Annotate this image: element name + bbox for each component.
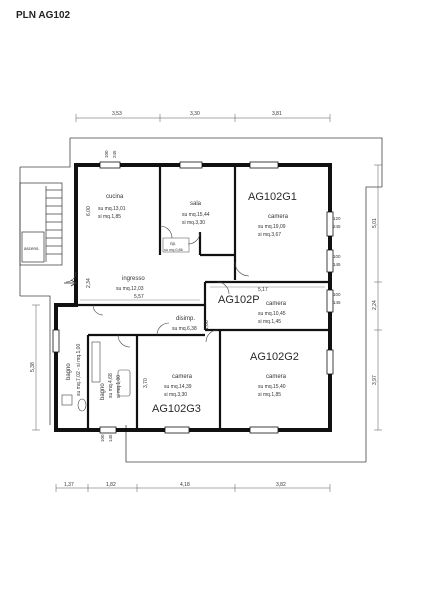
- room-su: su mq.14,39: [164, 384, 192, 390]
- unit-label-g2: AG102G2: [250, 351, 299, 363]
- dim-inner-h2: 5,17: [258, 287, 268, 293]
- unit-label-g3: AG102G3: [152, 403, 201, 415]
- opening-right2-b: 145: [333, 262, 341, 267]
- dim-bottom-1: 1,37: [64, 482, 74, 488]
- dim-bottom-3: 4,18: [180, 482, 190, 488]
- room-name: rip.: [170, 241, 176, 246]
- room-su: su mq.0,86: [164, 248, 183, 252]
- opening-right2-a: 100: [333, 254, 341, 259]
- dim-right-2: 2,24: [372, 300, 378, 310]
- room-ingresso: ingresso su mq.12,03: [116, 276, 145, 292]
- unit-label-g1: AG102G1: [248, 191, 297, 203]
- dim-left: 5,38: [30, 362, 36, 372]
- windows: [52, 161, 334, 434]
- entry-arrow: [64, 279, 77, 287]
- room-name: camera: [266, 301, 287, 307]
- room-bagno-2: bagno su mq.4,68 si mq.1,00: [100, 373, 122, 400]
- dim-inner-v3: 1,06: [204, 320, 210, 330]
- dim-right-3: 3,97: [372, 375, 378, 385]
- room-su: su mq.4,68: [108, 373, 114, 398]
- opening-right3-a: 100: [333, 292, 341, 297]
- room-name: bagno: [100, 383, 106, 400]
- room-su: su mq.19,09: [258, 224, 286, 230]
- doors: [65, 225, 250, 348]
- opening-top-b: 245: [112, 150, 117, 158]
- room-label-ascens: ascens.: [24, 246, 40, 251]
- room-si: si mq.3,30: [164, 392, 187, 398]
- room-rip: rip. su mq.0,86: [162, 237, 190, 253]
- room-su: su mq.6,38: [172, 326, 197, 332]
- unit-label-p: AG102P: [218, 294, 260, 306]
- room-name: cucina: [106, 194, 124, 200]
- room-camera-3: camera su mq.14,39 si mq.3,30: [164, 374, 193, 398]
- dim-inner-h1: 5,57: [134, 294, 144, 300]
- interior-walls: [76, 165, 330, 430]
- dim-bottom-2: 1,82: [106, 482, 116, 488]
- opening-bottom-b: 145: [108, 434, 113, 442]
- opening-top-a: 100: [104, 150, 109, 158]
- room-su: su mq.15,44: [182, 212, 210, 218]
- room-disimp: disimp. su mq.6,38: [172, 316, 197, 332]
- inner-dimensions: [80, 286, 325, 301]
- room-su: su mq.13,01: [98, 206, 126, 212]
- room-name: camera: [172, 374, 193, 380]
- opening-right1-b: 245: [333, 224, 341, 229]
- room-name: ingresso: [122, 276, 145, 282]
- room-camera-4: camera su mq.15,40 si mq.1,85: [258, 374, 287, 398]
- dim-inner-v4: 3,70: [143, 378, 149, 388]
- room-camera-1: camera su mq.19,09 si mq.3,67: [258, 214, 289, 238]
- dim-top-2: 3,30: [190, 111, 200, 117]
- room-si: si mq.1,85: [98, 214, 121, 220]
- room-name: sala: [190, 201, 202, 207]
- room-name: disimp.: [176, 316, 195, 322]
- room-name: bagno: [66, 363, 72, 380]
- stair-core: [19, 182, 63, 266]
- opening-right1-a: 120: [333, 216, 341, 221]
- room-si: si mq.1,85: [258, 392, 281, 398]
- plan-title: PLN AG102: [16, 10, 71, 21]
- dim-inner-v2: 2,34: [86, 278, 92, 288]
- dim-bottom-4: 3,82: [276, 482, 286, 488]
- room-si: si mq.3,30: [182, 220, 205, 226]
- left-dimension-line: [32, 304, 40, 431]
- room-su: su mq.7,02 - si mq.1,00: [76, 344, 82, 396]
- room-si: si mq.3,67: [258, 232, 281, 238]
- dim-right-1: 5,01: [372, 218, 378, 228]
- room-su: su mq.15,40: [258, 384, 286, 390]
- room-sala: sala su mq.15,44 si mq.3,30: [182, 201, 210, 226]
- dim-top-3: 3,81: [272, 111, 282, 117]
- room-cucina: cucina su mq.13,01 si mq.1,85: [98, 194, 126, 220]
- room-si: si mq.1,45: [258, 319, 281, 325]
- opening-bottom-a: 100: [100, 434, 105, 442]
- room-name: camera: [266, 374, 287, 380]
- room-si: si mq.1,00: [116, 375, 122, 398]
- dim-inner-v1: 6,00: [86, 206, 92, 216]
- room-camera-2: camera su mq.10,45 si mq.1,45: [258, 301, 287, 325]
- room-su: su mq.10,45: [258, 311, 286, 317]
- top-dimension-line: [75, 114, 331, 122]
- bathroom-fixtures: [61, 341, 131, 412]
- room-name: camera: [268, 214, 289, 220]
- room-su: su mq.12,03: [116, 286, 144, 292]
- opening-right3-b: 145: [333, 300, 341, 305]
- room-bagno-1: bagno su mq.7,02 - si mq.1,00: [66, 344, 82, 396]
- bottom-dimension-line: [55, 484, 331, 492]
- dim-top-1: 3,53: [112, 111, 122, 117]
- right-dimension-line: [374, 164, 382, 431]
